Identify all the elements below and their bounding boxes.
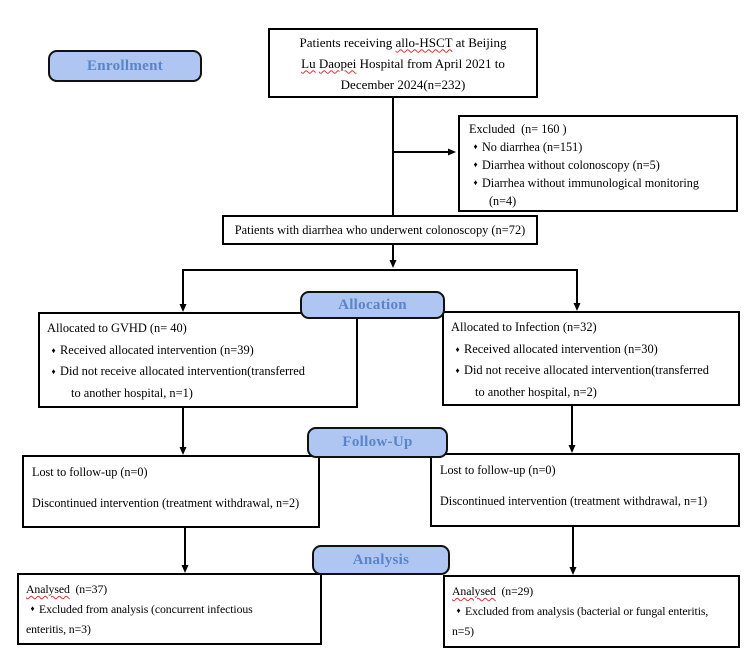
bullet-icon: ♦ — [455, 344, 460, 354]
followup-gvhd-line-1: Lost to follow-up (n=0) — [32, 465, 148, 479]
stage-label: Follow-Up — [342, 434, 413, 450]
alloc-gvhd-title: Allocated to GVHD (n= 40) — [47, 321, 187, 335]
analysis-infection-bullet-continuation: n=5) — [452, 624, 474, 638]
stage-label: Allocation — [338, 296, 407, 313]
excluded-bullet-2: ♦ Diarrhea without colonoscopy (n=5) — [469, 156, 732, 174]
followup-infection-box: Lost to follow-up (n=0) Discontinued int… — [430, 453, 740, 527]
excluded-bullet-1: ♦ No diarrhea (n=151) — [469, 138, 732, 156]
analysis-infection-title: Analysed (n=29) — [452, 581, 735, 601]
enrollment-source-box: Patients receiving allo-HSCT at Beijing … — [268, 28, 538, 98]
excluded-box: Excluded (n= 160 ) ♦ No diarrhea (n=151)… — [458, 115, 738, 212]
bullet-icon: ♦ — [51, 367, 56, 376]
bullet-icon: ♦ — [51, 345, 56, 355]
allocation-stage-badge: Allocation — [300, 291, 445, 319]
bullet-text: Received allocated intervention (n=39) — [60, 342, 254, 357]
analysis-gvhd-box: Analysed (n=37) ♦ Excluded from analysis… — [17, 573, 322, 645]
misspelled-term: allo-HSCT — [395, 34, 453, 50]
analysis-infection-box: Analysed (n=29) ♦ Excluded from analysis… — [443, 575, 740, 648]
source-line-3: December 2024(n=232) — [341, 74, 466, 95]
bullet-icon: ♦ — [456, 606, 461, 615]
excluded-bullet-3-continuation: (n=4) — [489, 194, 517, 208]
bullet-text: No diarrhea (n=151) — [482, 140, 583, 154]
followup-gvhd-line-2: Discontinued intervention (treatment wit… — [32, 496, 300, 510]
followup-infection-line-1: Lost to follow-up (n=0) — [440, 463, 556, 477]
analysis-count: (n=29) — [495, 584, 534, 598]
source-text: at Beijing — [452, 34, 507, 50]
bullet-text: Diarrhea without colonoscopy (n=5) — [482, 158, 660, 172]
analysis-gvhd-title: Analysed (n=37) — [26, 579, 317, 599]
bullet-icon: ♦ — [473, 178, 478, 187]
bullet-text: Received allocated intervention (n=30) — [464, 341, 658, 356]
bullet-text: Diarrhea without immunological monitorin… — [482, 176, 699, 190]
spacer — [32, 481, 312, 495]
bullet-text: Excluded from analysis (bacterial or fun… — [465, 604, 709, 618]
source-line-2: Lu Daopei Hospital from April 2021 to — [301, 53, 505, 74]
excluded-bullet-3: ♦ Diarrhea without immunological monitor… — [469, 174, 732, 192]
misspelled-term: Analysed — [26, 582, 70, 596]
bullet-text: Did not receive allocated intervention(t… — [464, 363, 709, 377]
bullet-icon: ♦ — [30, 604, 35, 613]
bullet-icon: ♦ — [455, 366, 460, 375]
bullet-text: Excluded from analysis (concurrent infec… — [39, 602, 253, 616]
misspelled-term: Analysed — [452, 584, 496, 598]
analysis-gvhd-bullet: ♦ Excluded from analysis (concurrent inf… — [26, 599, 317, 619]
analysis-gvhd-bullet-continuation: enteritis, n=3) — [26, 622, 91, 636]
stage-label: Enrollment — [86, 57, 164, 74]
alloc-infection-bullet-1: ♦ Received allocated intervention (n=30) — [451, 339, 734, 361]
stage-label: Analysis — [352, 551, 410, 568]
alloc-infection-bullet-2: ♦ Did not receive allocated intervention… — [451, 360, 734, 382]
analysis-infection-bullet: ♦ Excluded from analysis (bacterial or f… — [452, 601, 735, 621]
followup-gvhd-box: Lost to follow-up (n=0) Discontinued int… — [22, 455, 320, 528]
alloc-infection-bullet-2-continuation: to another hospital, n=2) — [475, 384, 597, 399]
source-text: Patients receiving — [299, 34, 396, 50]
bullet-icon: ♦ — [473, 160, 478, 169]
followup-infection-line-2: Discontinued intervention (treatment wit… — [440, 494, 708, 508]
bullet-icon: ♦ — [473, 142, 478, 151]
bullet-text: Did not receive allocated intervention(t… — [60, 364, 305, 378]
source-line-1: Patients receiving allo-HSCT at Beijing — [299, 32, 506, 53]
alloc-infection-title: Allocated to Infection (n=32) — [451, 320, 597, 334]
spacer — [440, 479, 732, 493]
excluded-title: Excluded (n= 160 ) — [469, 122, 567, 136]
allocated-infection-box: Allocated to Infection (n=32) ♦ Received… — [442, 311, 740, 406]
alloc-gvhd-bullet-1: ♦ Received allocated intervention (n=39) — [47, 340, 352, 362]
followup-stage-badge: Follow-Up — [307, 427, 448, 458]
source-text: December 2024(n=232) — [340, 76, 466, 92]
alloc-gvhd-bullet-2: ♦ Did not receive allocated intervention… — [47, 361, 352, 383]
alloc-gvhd-bullet-2-continuation: to another hospital, n=1) — [71, 385, 193, 400]
source-text: Hospital from April 2021 to — [356, 55, 505, 71]
analysis-stage-badge: Analysis — [312, 545, 450, 575]
misspelled-term: Lu — [301, 55, 316, 71]
colonoscopy-text: Patients with diarrhea who underwent col… — [234, 222, 526, 237]
colonoscopy-box: Patients with diarrhea who underwent col… — [222, 215, 538, 245]
misspelled-term: Daopei — [318, 55, 357, 71]
enrollment-stage-badge: Enrollment — [48, 50, 202, 82]
allocated-gvhd-box: Allocated to GVHD (n= 40) ♦ Received all… — [38, 312, 358, 408]
analysis-count: (n=37) — [69, 582, 108, 596]
